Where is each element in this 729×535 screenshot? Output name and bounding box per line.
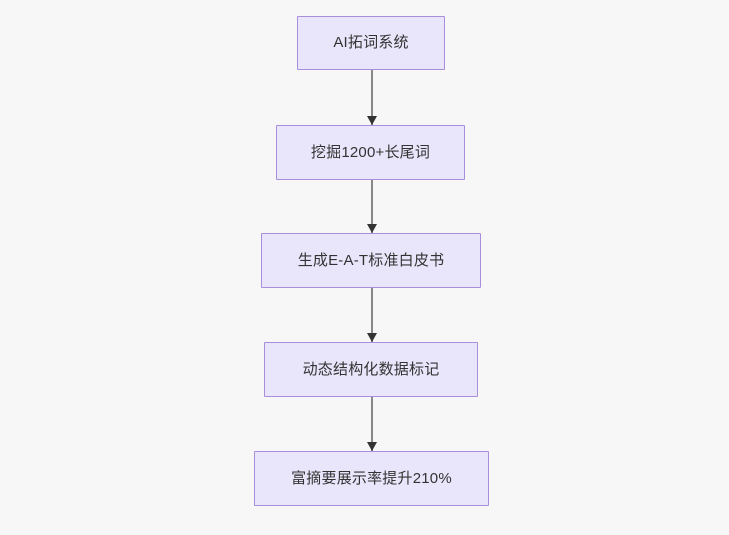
flow-node-generate-eat-whitepaper[interactable]: 生成E-A-T标准白皮书: [261, 233, 481, 288]
arrowhead-down-icon: [366, 442, 377, 451]
flow-node-label: 富摘要展示率提升210%: [291, 469, 452, 487]
flow-edge-node2-to-node3: [366, 180, 377, 233]
edge-line: [371, 180, 373, 233]
flow-edge-node4-to-node5: [366, 397, 377, 451]
flow-node-ai-keyword-expansion-system[interactable]: AI拓词系统: [297, 16, 445, 70]
edge-line: [371, 70, 373, 125]
flow-node-label: 动态结构化数据标记: [302, 360, 440, 378]
flow-node-label: AI拓词系统: [333, 34, 409, 51]
flow-node-rich-snippet-impression-lift[interactable]: 富摘要展示率提升210%: [254, 451, 489, 506]
flow-edge-node1-to-node2: [366, 70, 377, 125]
arrowhead-down-icon: [366, 224, 377, 233]
flow-node-mine-longtail-keywords[interactable]: 挖掘1200+长尾词: [276, 125, 465, 180]
arrowhead-down-icon: [366, 116, 377, 125]
flow-node-dynamic-structured-data-markup[interactable]: 动态结构化数据标记: [264, 342, 478, 397]
edge-line: [371, 288, 373, 342]
arrowhead-down-icon: [366, 333, 377, 342]
edge-line: [371, 397, 373, 451]
flow-edge-node3-to-node4: [366, 288, 377, 342]
flow-node-label: 挖掘1200+长尾词: [310, 143, 431, 161]
flow-node-label: 生成E-A-T标准白皮书: [297, 251, 445, 269]
